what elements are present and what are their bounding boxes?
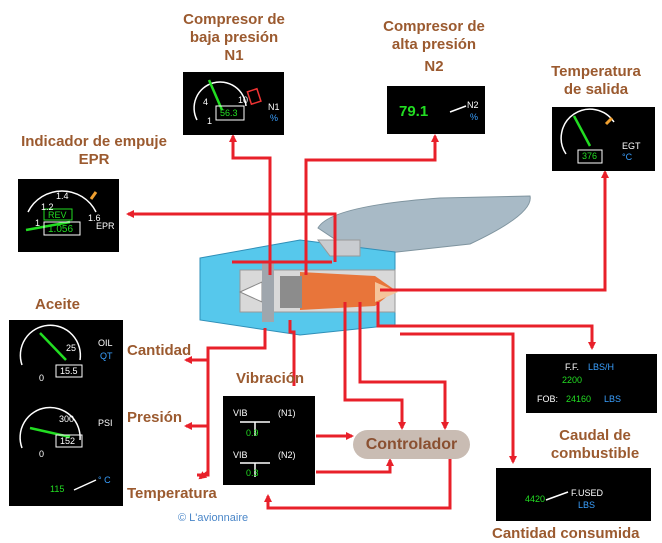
n1-title-line2: baja presión [189, 29, 279, 46]
engine-pylon [317, 239, 361, 257]
compressor-stages [280, 276, 302, 308]
fuel-used-value: 4420 [525, 494, 546, 504]
fuel-flow-title-line1: Caudal de [559, 427, 631, 444]
oil-psi-tick-0: 0 [39, 449, 45, 459]
vib1-label: VIB [233, 408, 248, 418]
oil-psi-unit: PSI [98, 418, 113, 428]
oil-press-label: Presión [127, 409, 183, 426]
n1-tick-4: 4 [203, 97, 209, 107]
controller-box: Controlador [353, 430, 470, 459]
epr-title-line1: Indicador de empuje [21, 133, 167, 150]
oil-temp-label: Temperatura [127, 485, 217, 502]
n2-title-line1: Compresor de [383, 18, 485, 35]
vibration-display-graphic [223, 396, 315, 485]
oil-psi-value: 152 [60, 436, 76, 446]
n2-title-line2: alta presión [391, 36, 477, 53]
egt-unit: EGT [622, 141, 641, 151]
n2-pct: % [470, 112, 479, 122]
n1-title-line1: Compresor de [183, 11, 285, 28]
vib2-label: VIB [233, 450, 248, 460]
arrow-controller-2 [358, 302, 449, 430]
epr-tick-1-6: 1.6 [88, 213, 101, 223]
epr-rev-flag: REV [48, 210, 67, 220]
n1-value: 56.3 [220, 108, 238, 118]
fuel-flow-title-line2: combustible [550, 445, 640, 462]
epr-tick-1-4: 1.4 [56, 191, 69, 201]
n2-unit: N2 [467, 100, 479, 110]
egt-title-line1: Temperatura [551, 63, 641, 80]
fan-blades [262, 262, 274, 322]
vibration-title: Vibración [236, 370, 305, 387]
arrow-to-n2 [304, 134, 439, 275]
fuel-used-title: Cantidad consumida [492, 525, 640, 542]
ff-value: 2200 [562, 375, 583, 385]
fuel-used-unit: LBS [578, 500, 596, 510]
fuel-flow-display-bg [526, 354, 657, 413]
n2-display-bg [387, 86, 485, 134]
combustor-section [300, 272, 395, 310]
copyright-text: © L'avionnaire [178, 512, 249, 524]
egt-value: 376 [582, 151, 598, 161]
oil-qty-sub: QT [100, 351, 113, 361]
oil-qty-tick-25: 25 [66, 343, 77, 353]
epr-tick-1-2: 1.2 [41, 202, 54, 212]
arrow-to-epr [126, 210, 337, 262]
arrow-controller-1 [343, 302, 406, 430]
arrow-to-n1 [229, 134, 272, 275]
n1-title-line3: N1 [224, 47, 244, 64]
epr-title-line2: EPR [78, 151, 110, 168]
n2-title-line3: N2 [424, 58, 444, 75]
egt-title-line2: de salida [563, 81, 629, 98]
epr-title: Indicador de empuje EPR [8, 133, 180, 169]
epr-value: 1.056 [48, 224, 74, 235]
epr-tick-1: 1 [35, 218, 41, 228]
oil-qty-label: Cantidad [127, 342, 192, 359]
arrow-to-fuel-used [400, 332, 517, 464]
vib1-n1: (N1) [278, 408, 296, 418]
egt-deg: °C [622, 152, 633, 162]
ff-unit: LBS/H [588, 362, 615, 372]
arrow-vib2-controller [316, 458, 394, 474]
n1-gauge-graphic [183, 72, 284, 135]
n1-pct: % [270, 113, 279, 123]
oil-qty-tick-0: 0 [39, 373, 45, 383]
epr-unit: EPR [96, 221, 115, 231]
fuel-used-display-bg [496, 468, 651, 521]
fuel-flow-title: Caudal de combustible [536, 427, 654, 463]
oil-temp-unit: ° C [98, 475, 111, 485]
n1-tick-10: 10 [238, 95, 249, 105]
fuel-used-label: F.USED [571, 488, 604, 498]
n2-title: Compresor de alta presión N2 [372, 18, 496, 76]
vib2-value: 0.3 [246, 468, 259, 478]
oil-title: Aceite [35, 296, 81, 313]
egt-gauge-graphic [552, 107, 655, 171]
arrow-to-oil-temp [198, 470, 209, 480]
n1-unit: N1 [268, 102, 280, 112]
fob-label: FOB: [537, 394, 559, 404]
vib2-n2: (N2) [278, 450, 296, 460]
vib1-value: 0.9 [246, 428, 259, 438]
oil-qty-unit: OIL [98, 338, 113, 348]
oil-qty-value: 15.5 [60, 366, 78, 376]
fob-value: 24160 [566, 394, 592, 404]
oil-gauges-graphic [9, 320, 123, 506]
n2-value: 79.1 [399, 103, 429, 120]
oil-temp-value: 115 [50, 484, 65, 494]
n1-tick-1: 1 [207, 116, 213, 126]
arrow-controller-output [264, 459, 452, 510]
exhaust-cone [375, 282, 398, 302]
vib-sensor-line [288, 320, 296, 386]
oil-psi-tick-300: 300 [59, 414, 75, 424]
ff-label: F.F. [565, 362, 580, 372]
fob-unit: LBS [604, 394, 622, 404]
arrow-to-fuel-flow [376, 302, 596, 350]
n1-title: Compresor de baja presión N1 [174, 11, 294, 65]
arrow-to-egt [380, 170, 609, 292]
egt-title: Temperatura de salida [540, 63, 652, 99]
epr-gauge-graphic [18, 179, 119, 252]
